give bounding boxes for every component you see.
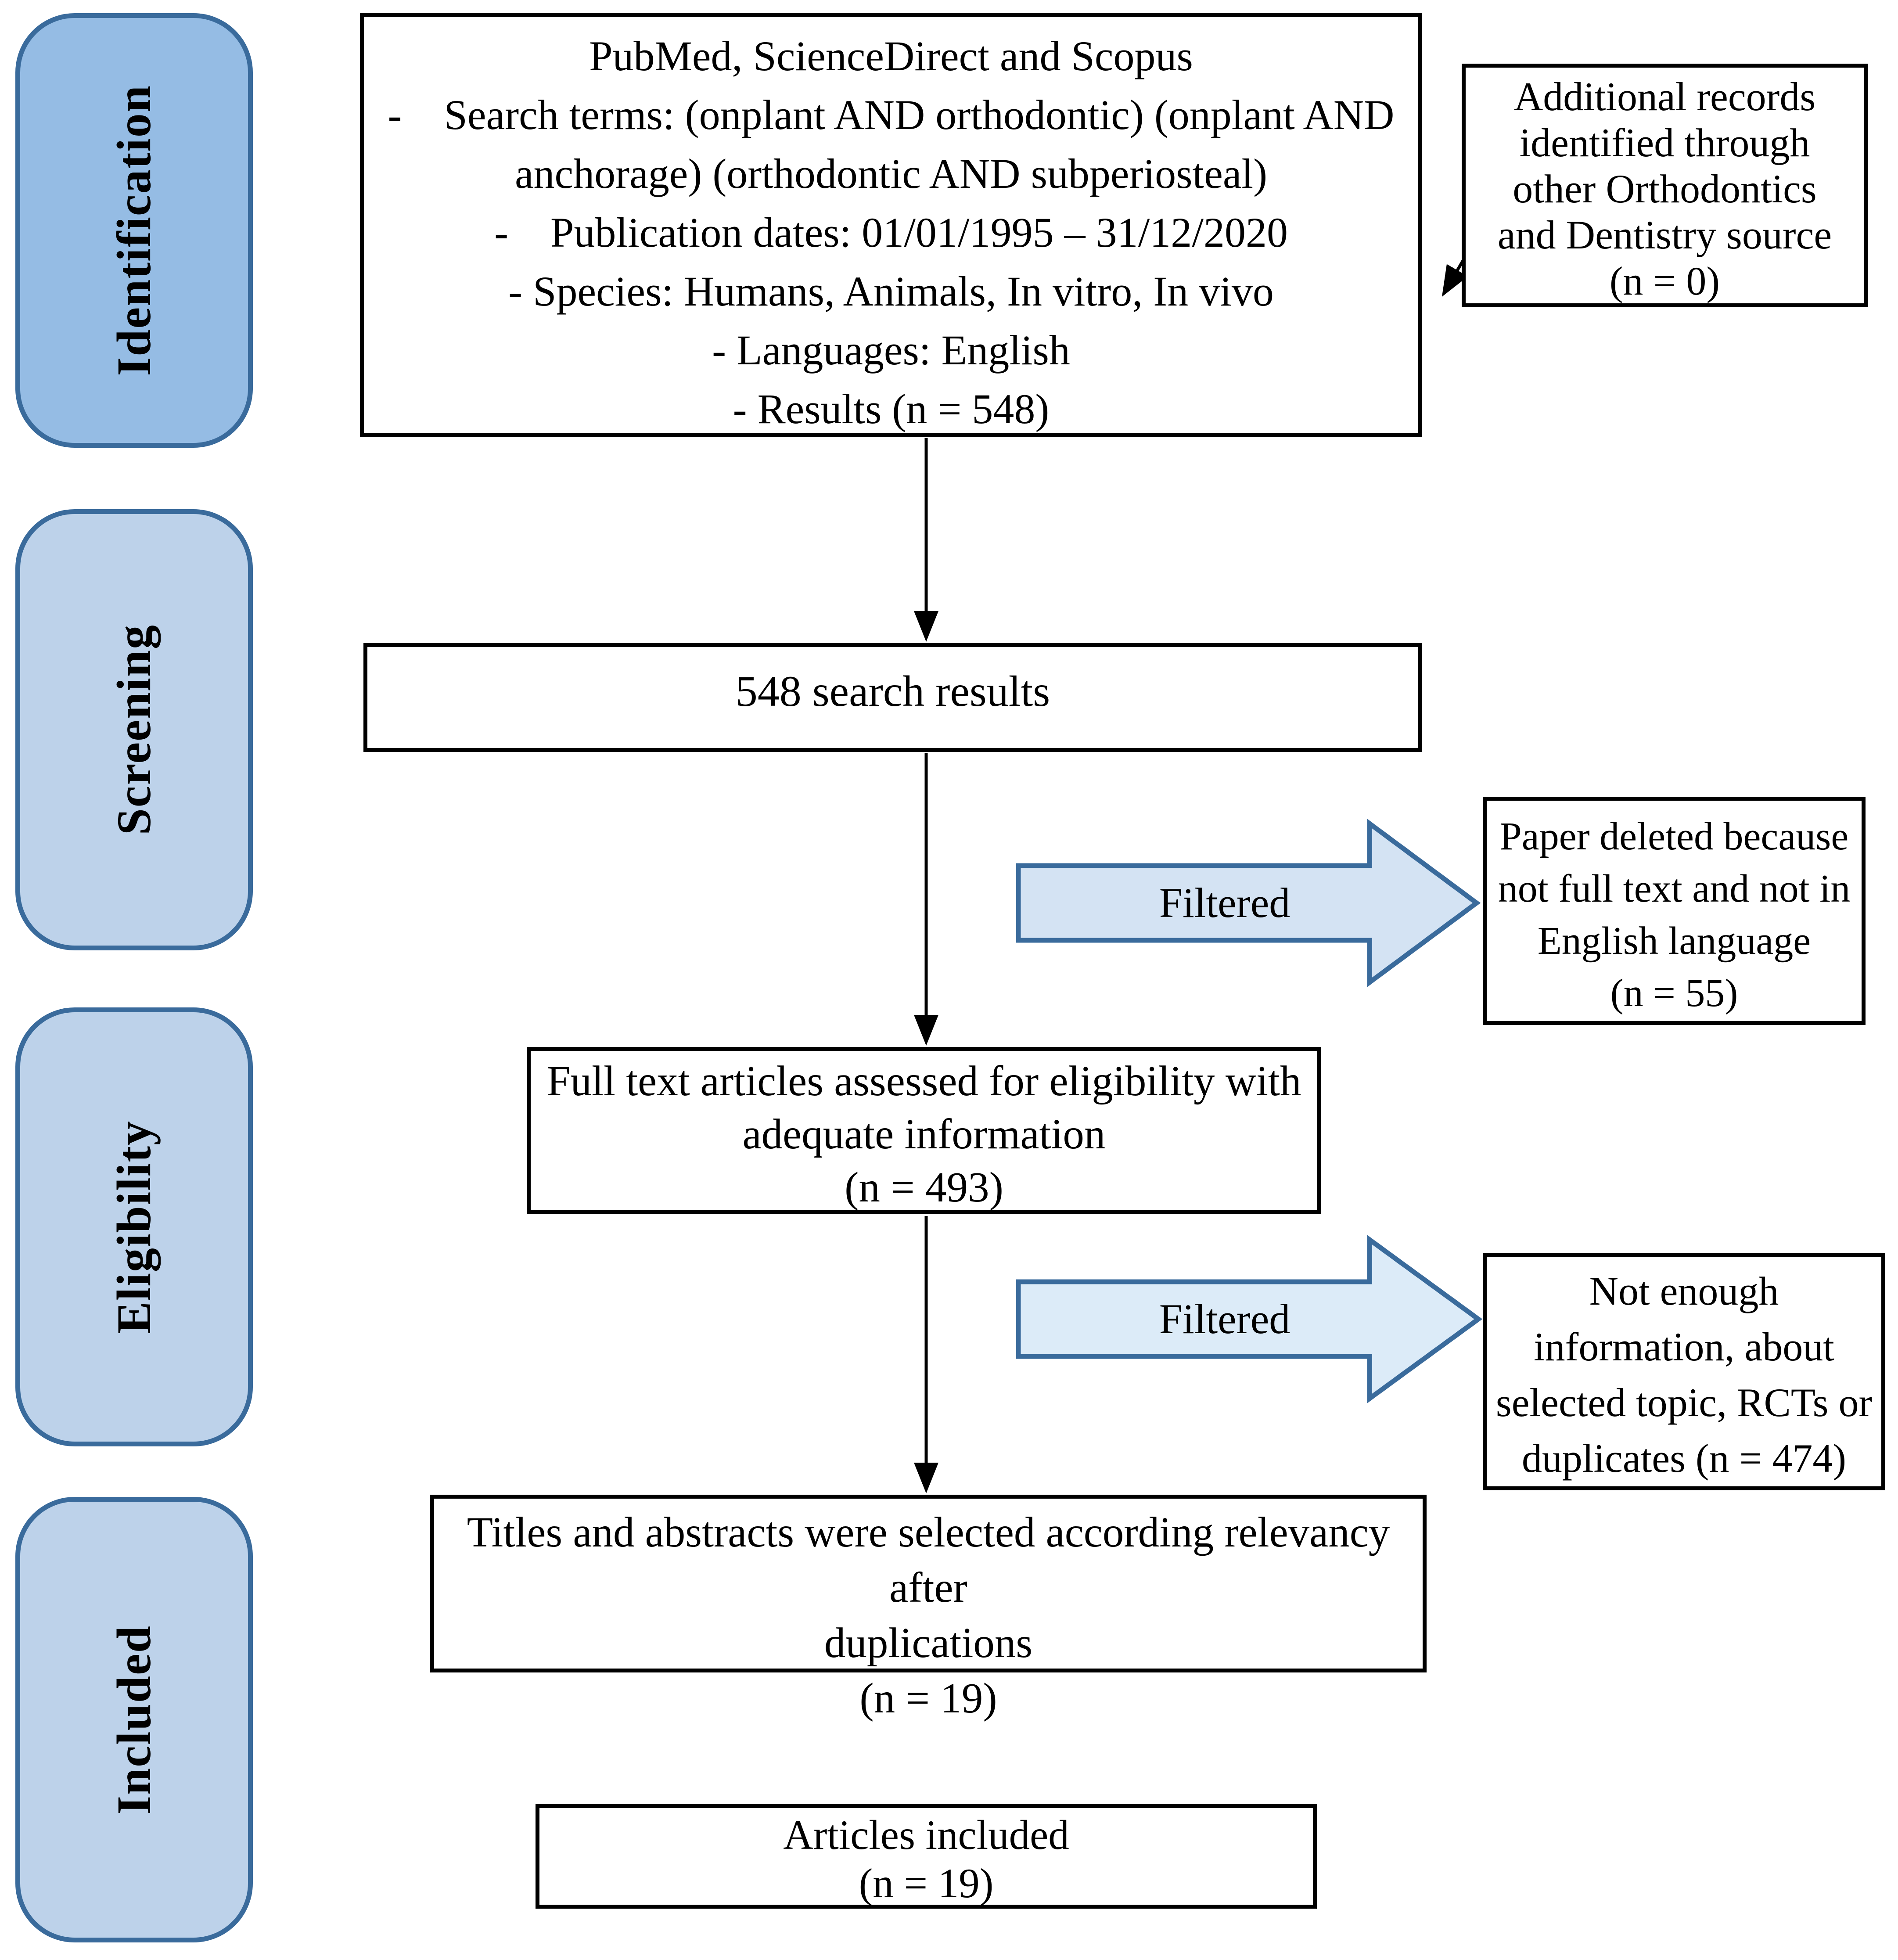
paper-deleted-line: (n = 55)	[1610, 971, 1738, 1015]
paper-deleted-box: Paper deleted because not full text and …	[1483, 797, 1866, 1025]
titles-abstracts-line: (n = 19)	[859, 1675, 997, 1722]
filtered-label-1: Filtered	[1159, 879, 1290, 926]
search-strategy-box: PubMed, ScienceDirect and Scopus - Searc…	[360, 13, 1422, 437]
additional-records-line: and Dentistry source	[1497, 212, 1832, 257]
stage-screening: Screening	[15, 509, 253, 950]
full-text-assessed-line: (n = 493)	[845, 1164, 1003, 1211]
not-enough-information-box: Not enough information, about selected t…	[1483, 1253, 1885, 1490]
search-results-text: 548 search results	[735, 666, 1050, 716]
additional-records-line: identified through	[1519, 120, 1810, 165]
articles-included-line: Articles included	[783, 1812, 1069, 1858]
stage-eligibility: Eligibility	[15, 1007, 253, 1446]
search-strategy-line: - Species: Humans, Animals, In vitro, In…	[508, 268, 1274, 315]
titles-abstracts-line: duplications	[824, 1619, 1033, 1666]
not-enough-information-line: duplicates (n = 474)	[1521, 1436, 1847, 1481]
stage-label-identification: Identification	[107, 85, 161, 376]
full-text-assessed-box: Full text articles assessed for eligibil…	[527, 1047, 1321, 1214]
stage-identification: Identification	[15, 13, 253, 448]
stage-label-eligibility: Eligibility	[107, 1120, 161, 1334]
articles-included-line: (n = 19)	[859, 1860, 994, 1906]
filtered-block-arrow-2	[1016, 1235, 1483, 1403]
not-enough-information-line: information, about	[1534, 1324, 1834, 1369]
additional-records-line: Additional records	[1513, 74, 1816, 119]
additional-records-line: (n = 0)	[1609, 259, 1720, 303]
search-results-box: 548 search results	[363, 643, 1422, 752]
additional-records-line: other Orthodontics	[1513, 166, 1817, 211]
search-strategy-line: PubMed, ScienceDirect and Scopus	[589, 32, 1193, 79]
search-strategy-line: - Search terms: (onplant AND orthodontic…	[388, 91, 1395, 138]
search-strategy-line: - Languages: English	[712, 327, 1070, 374]
paper-deleted-line: not full text and not in	[1498, 867, 1851, 910]
articles-included-box: Articles included (n = 19)	[536, 1804, 1317, 1909]
search-strategy-line: - Results (n = 548)	[733, 385, 1050, 432]
paper-deleted-line: Paper deleted because	[1499, 815, 1849, 858]
stage-label-included: Included	[107, 1625, 161, 1815]
stage-included: Included	[15, 1497, 253, 1942]
search-strategy-line: - Publication dates: 01/01/1995 – 31/12/…	[494, 209, 1288, 256]
search-strategy-line: anchorage) (orthodontic AND subperiostea…	[514, 150, 1268, 197]
full-text-assessed-line: adequate information	[742, 1111, 1106, 1158]
full-text-assessed-line: Full text articles assessed for eligibil…	[546, 1057, 1301, 1104]
titles-abstracts-line: Titles and abstracts were selected accor…	[467, 1509, 1390, 1611]
titles-abstracts-selected-box: Titles and abstracts were selected accor…	[430, 1495, 1427, 1722]
not-enough-information-line: Not enough	[1589, 1269, 1779, 1313]
not-enough-information-line: selected topic, RCTs or	[1495, 1380, 1873, 1425]
stage-label-screening: Screening	[107, 624, 161, 835]
additional-records-box: Additional records identified through ot…	[1462, 64, 1868, 307]
filtered-label-2: Filtered	[1159, 1295, 1290, 1342]
filtered-block-arrow-1	[1016, 819, 1481, 987]
paper-deleted-line: English language	[1537, 919, 1811, 963]
